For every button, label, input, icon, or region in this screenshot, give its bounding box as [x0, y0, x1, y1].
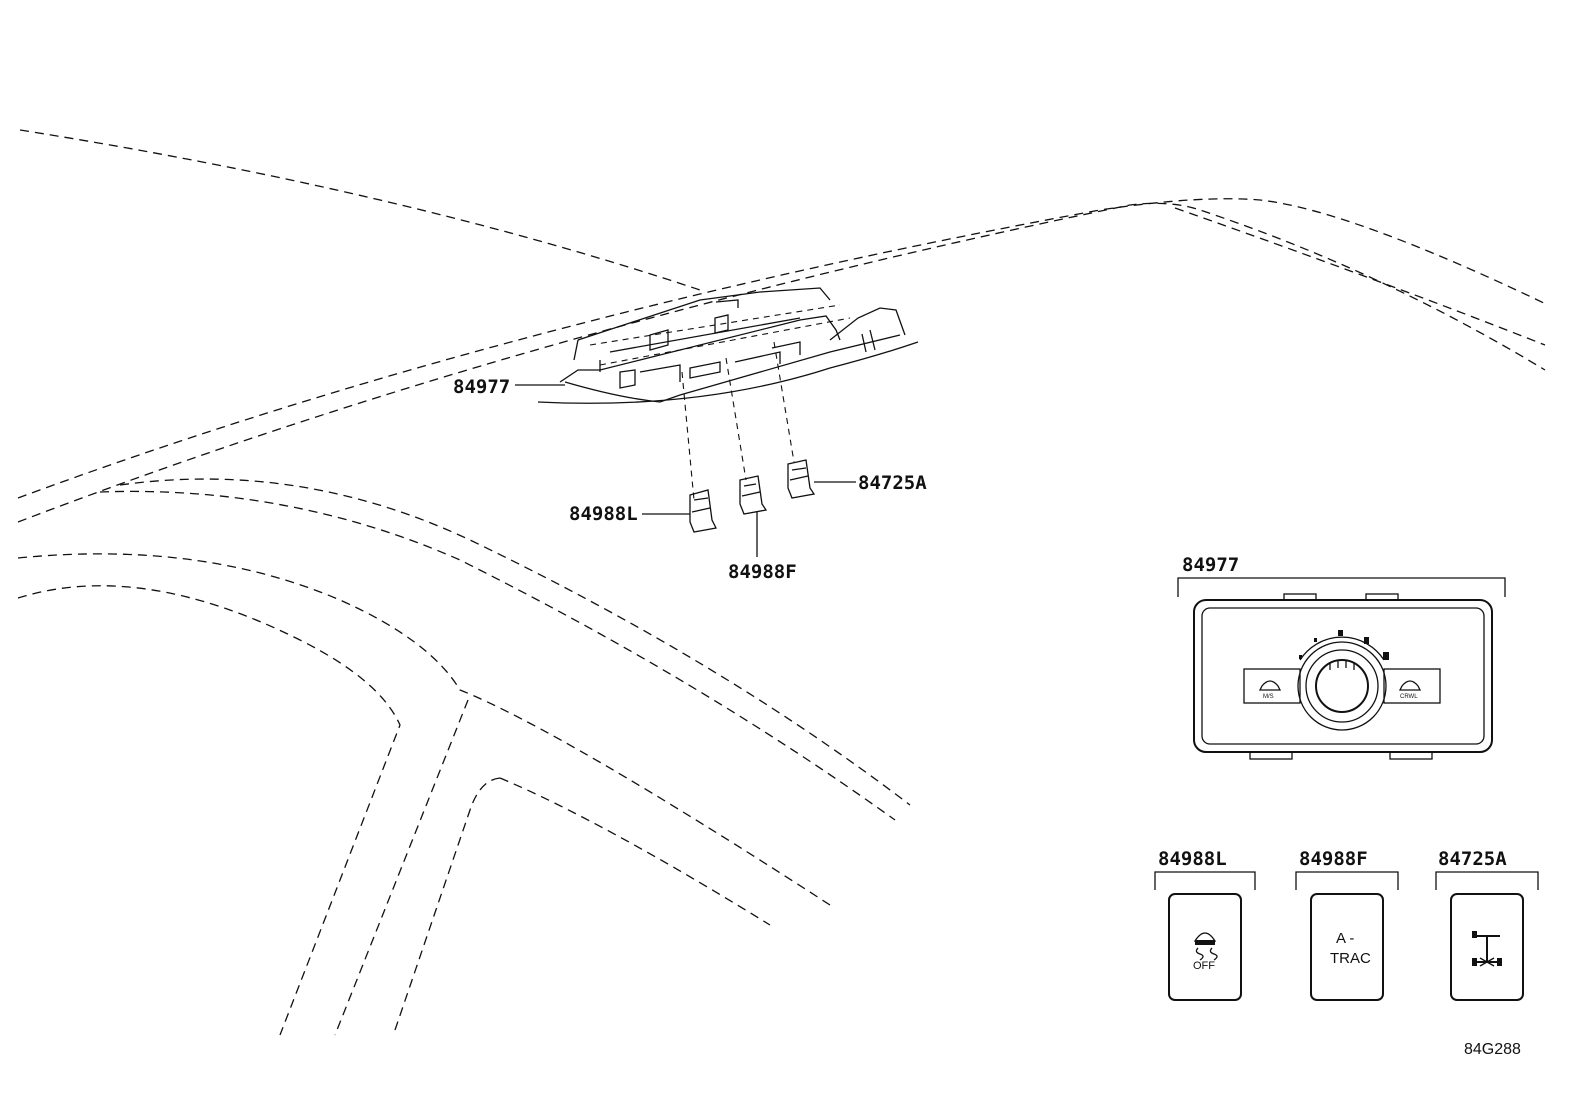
detail-label-84988L: 84988L [1158, 848, 1227, 870]
drivetrain-icon [1472, 931, 1502, 967]
detail-label-84977: 84977 [1182, 554, 1239, 576]
callout-84977: 84977 [453, 376, 510, 398]
detail-label-84988F: 84988F [1299, 848, 1368, 870]
skid-car-icon [1193, 932, 1218, 961]
detail-label-84725A: 84725A [1438, 848, 1507, 870]
detail-switch-84988F: 84988F A - TRAC [1295, 848, 1399, 1001]
callout-84988F: 84988F [728, 561, 797, 583]
roof-outline [17, 129, 1549, 1036]
explode-lines [681, 341, 795, 501]
button-84988F-line2: TRAC [1330, 950, 1371, 967]
reference-code: 84G288 [1464, 1041, 1521, 1058]
dial-left-label: M/S [1263, 694, 1274, 700]
leader-lines [515, 384, 856, 557]
detail-console-panel: 84977 M/S CRWL [1177, 554, 1506, 760]
switch-84988L-sketch [689, 489, 717, 533]
detail-switch-84725A: 84725A [1435, 848, 1539, 1001]
button-84988F-line1: A - [1336, 930, 1354, 947]
dial-right-label: CRWL [1400, 694, 1418, 700]
callout-84988L: 84988L [569, 503, 638, 525]
detail-switch-84988L: 84988L OFF [1154, 848, 1256, 1001]
overhead-console [537, 287, 919, 404]
callout-84725A: 84725A [858, 472, 927, 494]
button-84988L-text: OFF [1193, 960, 1215, 972]
switch-84988F-sketch [739, 475, 768, 515]
switch-84725A-sketch [787, 459, 816, 499]
